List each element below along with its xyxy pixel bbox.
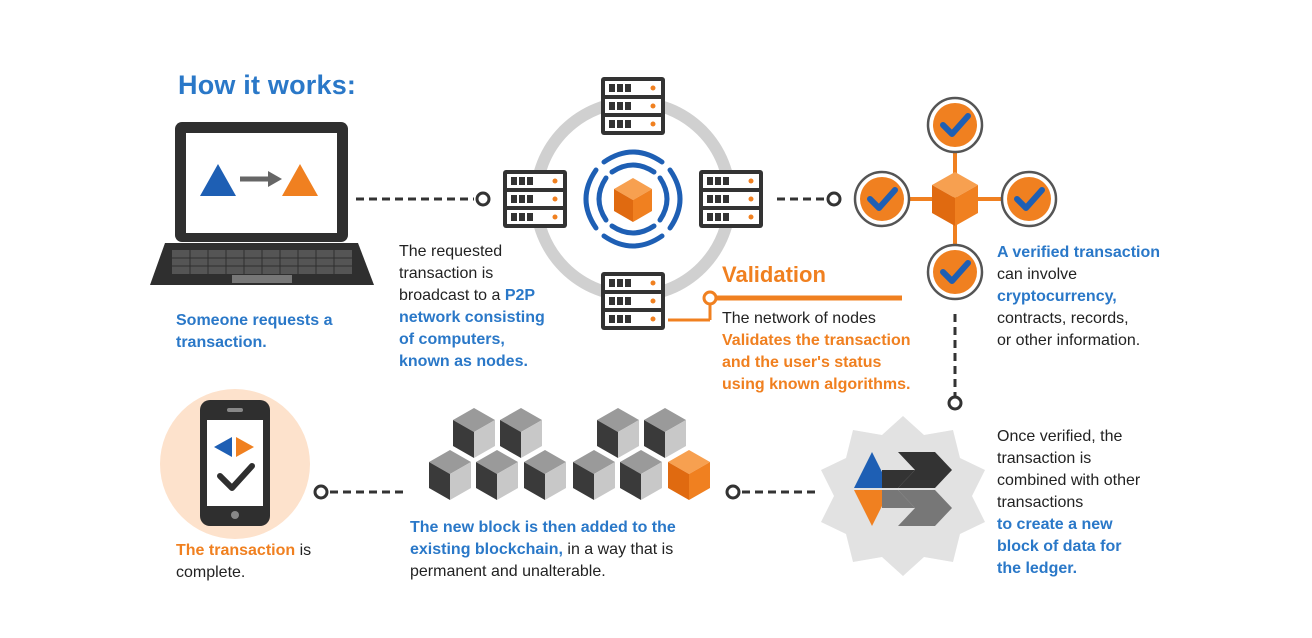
validation-title: Validation — [722, 262, 826, 287]
step5-line2-blue: existing blockchain, — [410, 541, 563, 558]
step3-line4: contracts, records, — [997, 310, 1129, 327]
validation-line1: The network of nodes — [722, 310, 876, 327]
step6-line1: The transaction is — [176, 540, 311, 562]
step3-text: A verified transaction can involve crypt… — [997, 242, 1160, 352]
validation-text: The network of nodes Validates the trans… — [722, 308, 911, 396]
page-title: How it works: — [178, 70, 357, 100]
step3-line5: or other information. — [997, 332, 1141, 349]
step5-line1: The new block is then added to the — [410, 519, 676, 536]
new-block-badge — [821, 416, 985, 576]
node-network — [503, 77, 763, 330]
step2-line2: transaction is — [399, 265, 494, 282]
step1-line1: Someone requests a — [176, 312, 333, 329]
step2-text: The requested transaction is broadcast t… — [399, 241, 545, 373]
step4-line4: transactions — [997, 494, 1084, 511]
step6-text: The transaction is complete. — [176, 540, 311, 584]
step3-line2: can involve — [997, 266, 1078, 283]
step2-line5: of computers, — [399, 331, 505, 348]
step6-line1-plain: is — [295, 542, 312, 559]
step6-line2: complete. — [176, 564, 246, 581]
step1-line2: transaction. — [176, 334, 267, 351]
step4-line5: to create a new — [997, 516, 1113, 533]
step4-text: Once verified, the transaction is combin… — [997, 426, 1140, 580]
step2-line1: The requested — [399, 243, 503, 260]
step1-text: Someone requests a transaction. — [176, 310, 333, 354]
step2-p2p: P2P — [504, 287, 536, 304]
step2-line4: network consisting — [399, 309, 545, 326]
step2-line6: known as nodes. — [399, 353, 528, 370]
step6-line1-orange: The transaction — [176, 542, 296, 559]
step4-line7: the ledger. — [997, 560, 1078, 577]
step5-line2: existing blockchain, in a way that is — [410, 539, 676, 561]
laptop-icon — [150, 122, 374, 285]
verified-cluster — [855, 98, 1056, 299]
step5-line2-plain: in a way that is — [562, 541, 674, 558]
step4-line6: block of data for — [997, 538, 1122, 555]
validation-line4: using known algorithms. — [722, 376, 911, 393]
step3-line1: A verified transaction — [997, 244, 1161, 261]
validation-line3: and the user's status — [722, 354, 882, 371]
validation-line2: Validates the transaction — [722, 332, 911, 349]
step4-line3: combined with other — [997, 472, 1141, 489]
step4-line2: transaction is — [997, 450, 1092, 467]
step5-line3: permanent and unalterable. — [410, 563, 606, 580]
step4-line1: Once verified, the — [997, 428, 1123, 445]
step2-line3-plain: broadcast to a — [399, 287, 505, 304]
phone-icon — [160, 389, 310, 539]
blockchain-cubes — [429, 408, 710, 500]
step5-text: The new block is then added to the exist… — [410, 517, 676, 583]
step3-line3: cryptocurrency, — [997, 288, 1117, 305]
step2-line3: broadcast to a P2P — [399, 285, 545, 307]
